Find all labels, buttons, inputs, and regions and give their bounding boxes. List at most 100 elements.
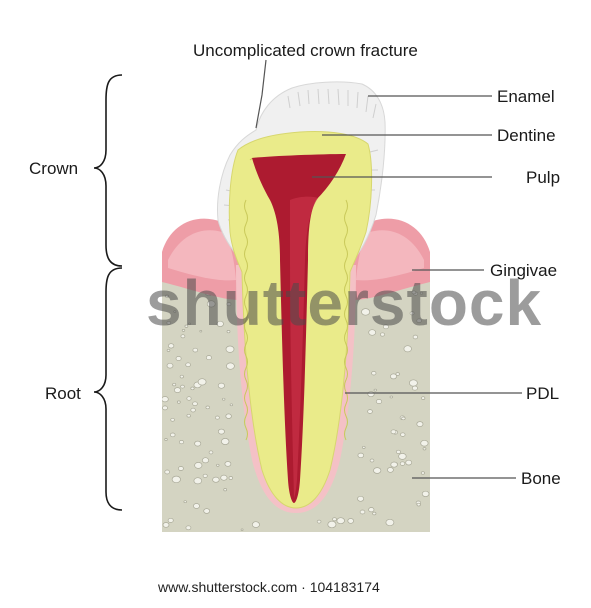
bone-pore (191, 387, 194, 390)
bone-pore (193, 504, 199, 509)
bone-pore (165, 470, 170, 474)
bone-pore (422, 397, 425, 400)
bone-pore (194, 478, 202, 484)
bone-pore (206, 406, 210, 409)
bone-pore (165, 438, 168, 440)
footer-stock-id: www.shutterstock.com · 104183174 (157, 579, 380, 595)
label-pdl: PDL (526, 384, 559, 403)
bone-pore (409, 380, 417, 386)
bone-pore (421, 440, 428, 446)
bone-pore (422, 491, 429, 496)
bone-pore (373, 512, 376, 515)
bone-pore (195, 462, 202, 468)
bone-pore (187, 414, 191, 417)
label-pulp: Pulp (526, 168, 560, 187)
bone-pore (181, 385, 185, 388)
bone-pore (179, 440, 183, 443)
bone-pore (368, 392, 374, 397)
bone-pore (176, 356, 181, 360)
bone-pore (171, 418, 175, 421)
bone-pore (241, 529, 243, 531)
label-root: Root (45, 384, 81, 403)
bone-pore (222, 398, 225, 400)
bone-pore (203, 474, 207, 477)
bone-pore (172, 476, 180, 483)
bone-pore (417, 422, 423, 427)
bone-pore (173, 383, 176, 386)
label-dentine: Dentine (497, 126, 556, 145)
bone-pore (404, 346, 412, 352)
bone-pore (163, 406, 168, 410)
bone-pore (400, 462, 405, 466)
bone-pore (333, 518, 337, 521)
bone-pore (362, 446, 365, 448)
crown-brace (94, 75, 122, 266)
bone-pore (252, 522, 259, 528)
bone-pore (174, 388, 180, 393)
bone-pore (168, 518, 173, 522)
bone-pore (226, 363, 234, 369)
bone-pore (167, 349, 170, 351)
bone-pore (369, 508, 374, 512)
label-crown: Crown (29, 159, 78, 178)
bone-pore (348, 519, 354, 524)
bone-pore (198, 379, 206, 385)
bone-pore (396, 450, 400, 453)
bone-pore (162, 397, 169, 402)
bone-pore (390, 396, 393, 398)
bone-pore (372, 371, 376, 375)
bone-pore (168, 344, 174, 348)
bone-pore (167, 363, 173, 368)
bone-pore (224, 489, 227, 491)
bone-pore (421, 472, 424, 475)
bone-pore (402, 417, 406, 420)
bone-pore (187, 397, 191, 401)
bone-pore (317, 520, 321, 523)
bone-pore (191, 408, 196, 412)
bone-pore (399, 453, 407, 459)
bone-pore (376, 399, 381, 403)
bone-pore (358, 453, 364, 458)
bone-pore (358, 496, 364, 501)
bone-pore (337, 518, 345, 524)
bone-pore (193, 348, 198, 352)
bone-pore (217, 464, 220, 466)
bone-pore (390, 374, 396, 379)
label-bone: Bone (521, 469, 561, 488)
bone-pore (370, 459, 374, 462)
bone-pore (230, 404, 233, 406)
bone-pore (204, 509, 210, 514)
bone-pore (221, 475, 227, 480)
bone-pore (177, 401, 180, 403)
bone-pore (226, 414, 232, 419)
bone-pore (391, 430, 396, 434)
bone-pore (391, 462, 398, 467)
bone-pore (209, 451, 213, 454)
bone-pore (202, 458, 208, 463)
bone-pore (229, 477, 233, 480)
bone-pore (186, 363, 191, 367)
bone-pore (401, 433, 406, 437)
bone-pore (215, 416, 219, 419)
bone-pore (368, 410, 373, 414)
bone-pore (417, 503, 420, 506)
bone-pore (193, 402, 198, 406)
bone-pore (225, 462, 231, 467)
root-brace (94, 268, 122, 510)
bone-pore (226, 346, 234, 352)
bone-pore (163, 523, 169, 528)
bone-pore (206, 356, 211, 360)
diagram-title: Uncomplicated crown fracture (193, 41, 418, 60)
bone-pore (412, 386, 417, 390)
bone-pore (328, 521, 336, 528)
bone-pore (423, 448, 426, 450)
bone-pore (218, 429, 224, 434)
bone-pore (170, 433, 175, 437)
bone-pore (178, 467, 183, 471)
bone-pore (221, 438, 229, 444)
bone-pore (406, 460, 412, 465)
bone-pore (195, 441, 201, 446)
bone-pore (218, 383, 224, 388)
bone-pore (374, 468, 381, 474)
